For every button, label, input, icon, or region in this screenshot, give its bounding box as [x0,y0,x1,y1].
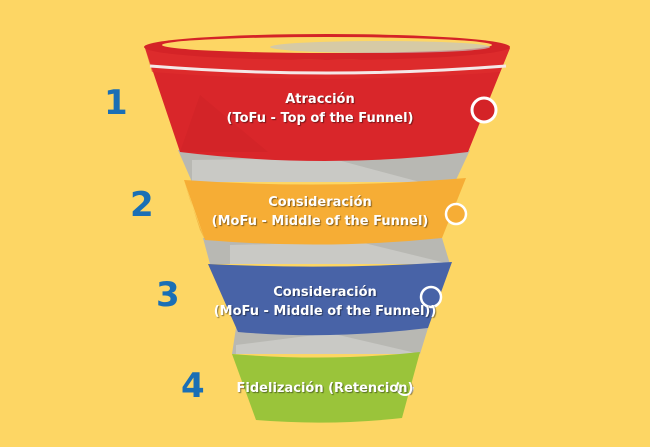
stage-label-2: Consideración (MoFu - Middle of the Funn… [195,193,445,231]
circle-marker-icon [444,202,468,226]
stage-label-1: Atracción (ToFu - Top of the Funnel) [200,90,440,128]
circle-marker-icon [396,378,414,396]
separator-band-2-shade [230,242,450,264]
stage-title: Consideración [273,285,377,300]
circle-marker-icon [470,96,498,124]
stage-subtitle: (ToFu - Top of the Funnel) [226,111,414,126]
circle-marker-icon [419,285,443,309]
stage-subtitle: (MoFu - Middle of the Funnel)) [213,304,437,319]
stage-number-4: 4 [181,366,205,406]
stage-number-2: 2 [130,185,154,225]
stage-label-3: Consideración (MoFu - Middle of the Funn… [200,283,450,321]
stage-number-1: 1 [104,83,128,123]
stage-title: Consideración [268,195,372,210]
stage-subtitle: (MoFu - Middle of the Funnel) [211,214,429,229]
stage-title: Atracción [285,92,355,107]
separator-band-3-shade [236,333,420,354]
funnel-layer-2 [184,178,466,245]
separator-band-1-shade [192,158,420,182]
stage-number-3: 3 [156,275,180,315]
stage-label-4: Fidelización (Retencion) [220,379,430,398]
stage-title: Fidelización (Retencion) [236,381,414,396]
funnel-layer-4 [232,352,420,423]
funnel-layer-1 [144,34,510,161]
funnel-layer-3 [208,262,452,336]
